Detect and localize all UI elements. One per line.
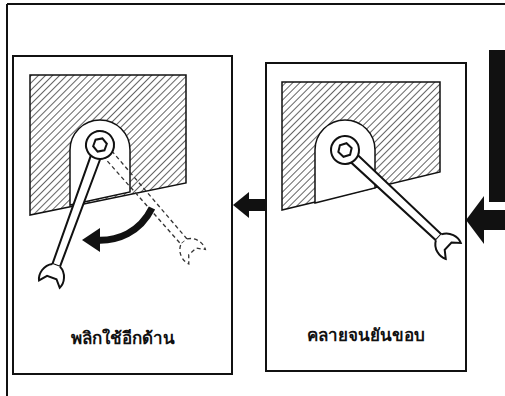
flow-arrow (233, 192, 265, 218)
step-panel: พลิกใช้อีกด้าน (12, 55, 233, 375)
step-panel: คลายจนยันขอบ (265, 62, 467, 372)
step-label: คลายจนยันขอบ (304, 321, 428, 348)
step-label: พลิกใช้อีกด้าน (68, 324, 178, 351)
